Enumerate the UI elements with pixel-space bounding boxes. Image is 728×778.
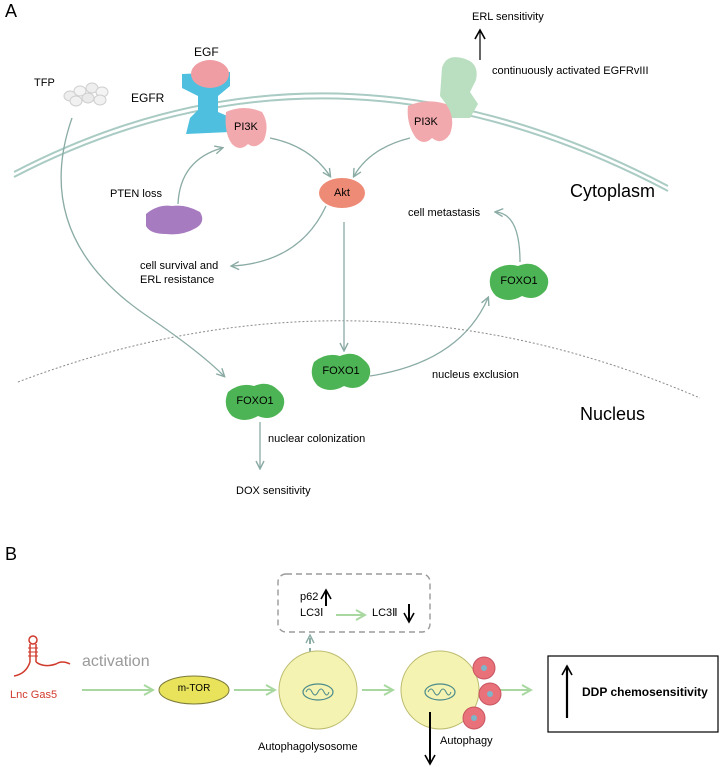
lnc-gas5-icon — [13, 635, 71, 677]
akt-node — [319, 178, 365, 208]
cell-membrane-inner — [13, 97, 669, 192]
foxo1-right-shape — [489, 263, 549, 300]
ddp-box — [547, 655, 719, 733]
nucleus-label: Nucleus — [580, 404, 646, 424]
foxo1-mid-shape — [311, 353, 371, 390]
marker-box — [277, 573, 431, 633]
arrow-foxo1-to-metastasis — [496, 212, 521, 263]
nucleus-exclusion-label: nucleus exclusion — [432, 369, 519, 381]
foxo1-right-label: FOXO1 — [500, 275, 538, 287]
arrow-tfp-to-foxo1 — [60, 117, 224, 376]
lc3i-label: LC3Ⅰ — [300, 607, 324, 619]
tfp-label: TFP — [34, 77, 55, 89]
arrow-foxo1-exclusion — [369, 298, 488, 377]
foxo1-left-shape — [225, 383, 285, 420]
egf-label: EGF — [194, 45, 219, 59]
pi3k-right-shape — [407, 101, 453, 142]
egf-ligand — [191, 60, 229, 88]
egfr-receptor — [182, 72, 232, 134]
erl-sensitivity-label: ERL sensitivity — [472, 11, 544, 23]
mitochondrion-icon-2 — [424, 683, 456, 701]
egfrviii-label: continuously activated EGFRvIII — [492, 65, 649, 77]
nuclear-membrane — [17, 320, 701, 399]
panel-a-label: A — [5, 1, 18, 21]
mtor-node — [158, 675, 230, 705]
cell-membrane-outer — [13, 92, 669, 187]
pten-loss-label: PTEN loss — [110, 188, 162, 200]
mitochondrion-icon — [302, 683, 334, 701]
cell-survival-label-1: cell survival and — [140, 260, 219, 272]
autophagolysosome-label: Autophagolysosome — [258, 741, 358, 753]
arrow-pi3k-left-to-akt — [269, 137, 330, 176]
pten-blob — [146, 205, 203, 235]
lysosome-vesicles — [462, 656, 502, 730]
lc3ii-label: LC3Ⅱ — [372, 607, 398, 619]
arrow-akt-to-survival — [232, 205, 327, 266]
pi3k-left-label: PI3K — [234, 121, 258, 133]
egfrviii-receptor — [440, 57, 478, 118]
foxo1-mid-label: FOXO1 — [322, 365, 360, 377]
cytoplasm-label: Cytoplasm — [570, 181, 656, 201]
egfr-label: EGFR — [131, 91, 165, 105]
activation-label: activation — [82, 653, 150, 670]
dox-sensitivity-label: DOX sensitivity — [236, 485, 311, 497]
lnc-gas5-label: Lnc Gas5 — [10, 689, 58, 701]
cell-metastasis-label: cell metastasis — [408, 207, 481, 219]
arrow-pi3k-right-to-akt — [354, 137, 411, 176]
arrow-pten-to-pi3k — [177, 148, 222, 205]
foxo1-left-label: FOXO1 — [236, 395, 274, 407]
cell-survival-label-2: ERL resistance — [140, 274, 215, 286]
pi3k-right-label: PI3K — [414, 116, 438, 128]
mtor-label: m-TOR — [177, 683, 211, 694]
ddp-chemosensitivity-label: DDP chemosensitivity — [582, 685, 708, 699]
autophagy-label: Autophagy — [440, 735, 493, 747]
akt-label: Akt — [334, 187, 350, 199]
pi3k-left-shape — [225, 108, 267, 148]
panel-b-label: B — [5, 544, 18, 564]
nuclear-colonization-label: nuclear colonization — [268, 433, 366, 445]
tfp-pills-icon — [63, 82, 109, 107]
p62-label: p62 — [300, 591, 319, 603]
